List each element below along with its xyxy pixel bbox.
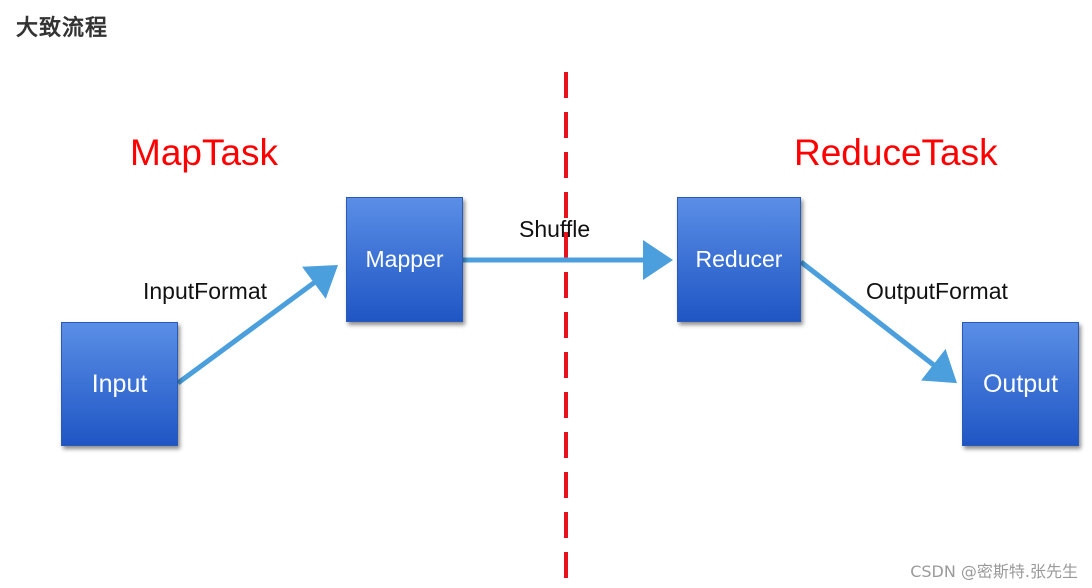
mapper-node: Mapper (346, 197, 463, 322)
arrow-reducer-to-output (799, 260, 957, 384)
maptask-label: MapTask (130, 132, 279, 173)
reducer-node: Reducer (677, 197, 801, 322)
watermark: CSDN @密斯特.张先生 (910, 562, 1078, 581)
reducetask-label: ReduceTask (794, 132, 998, 173)
page-title: 大致流程 (16, 16, 109, 41)
input-node: Input (61, 322, 178, 446)
shuffle-label: Shuffle (519, 216, 591, 242)
outputformat-label: OutputFormat (866, 278, 1008, 304)
inputformat-label: InputFormat (143, 278, 267, 304)
output-node: Output (962, 322, 1079, 446)
arrow-input-to-mapper (176, 265, 339, 386)
